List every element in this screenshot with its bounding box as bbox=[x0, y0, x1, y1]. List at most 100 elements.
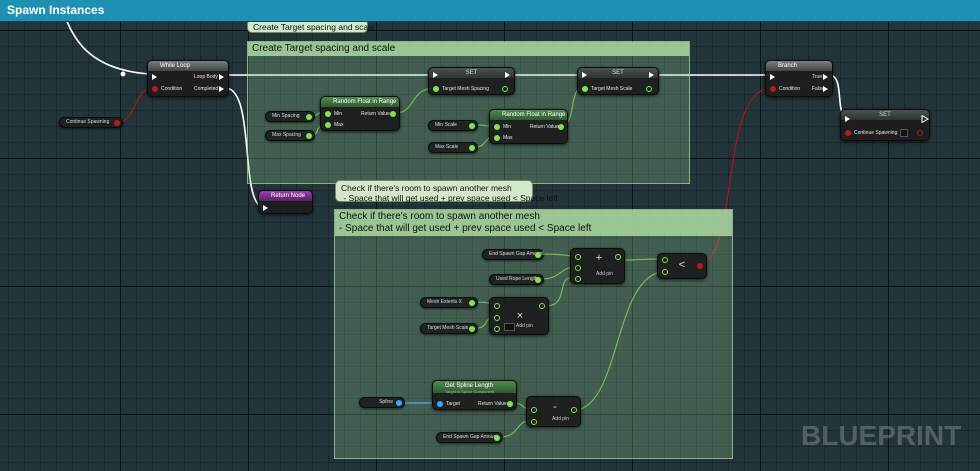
used-rope-length-getter[interactable]: Used Rope Length bbox=[489, 274, 544, 285]
scale-out-pin[interactable] bbox=[646, 86, 652, 92]
exec-in-pin[interactable] bbox=[845, 116, 850, 122]
true-label: True bbox=[812, 74, 823, 80]
float-out-pin[interactable] bbox=[494, 435, 500, 441]
min-label: Min bbox=[503, 124, 512, 130]
float-out-pin[interactable] bbox=[469, 326, 475, 332]
target-mesh-scale-getter[interactable]: Target Mesh Scale bbox=[420, 323, 478, 334]
branch-title: Branch bbox=[766, 61, 832, 71]
float-out-pin[interactable] bbox=[306, 133, 312, 139]
c-pin[interactable] bbox=[494, 326, 500, 332]
loop-body-pin[interactable] bbox=[219, 74, 224, 80]
spacing-in-pin[interactable] bbox=[433, 86, 439, 92]
spacing-out-pin[interactable] bbox=[502, 86, 508, 92]
return-node[interactable]: Return Node bbox=[258, 190, 313, 214]
continue-spawning-checkbox[interactable] bbox=[900, 129, 908, 137]
set-scale-node[interactable]: SET Target Mesh Scale bbox=[577, 67, 659, 95]
return-pin[interactable] bbox=[571, 407, 577, 413]
bool-out-pin[interactable] bbox=[114, 120, 120, 126]
set-title: SET bbox=[429, 68, 514, 78]
target-is-label: Target is Spline Component bbox=[445, 389, 495, 394]
return-pin[interactable] bbox=[615, 254, 621, 260]
min-pin[interactable] bbox=[325, 111, 331, 117]
min-spacing-getter[interactable]: Min Spacing bbox=[265, 111, 315, 122]
max-label: Max bbox=[503, 135, 513, 141]
continue-spawning-label: Continue Spawning bbox=[66, 119, 110, 125]
bool-out-pin[interactable] bbox=[917, 130, 923, 136]
while-loop-title: While Loop bbox=[148, 61, 228, 71]
branch-node[interactable]: Branch Condition True False bbox=[765, 60, 833, 97]
a-pin[interactable] bbox=[662, 257, 668, 263]
return-pin[interactable] bbox=[539, 303, 545, 309]
continue-spawning-getter[interactable]: Continue Spawning bbox=[59, 117, 123, 128]
set-spacing-node[interactable]: SET Target Mesh Spacing bbox=[428, 67, 515, 95]
max-pin[interactable] bbox=[494, 135, 500, 141]
return-value-label: Return Value bbox=[530, 124, 559, 130]
subtract-node[interactable]: - Add pin bbox=[526, 396, 581, 427]
false-pin[interactable] bbox=[823, 86, 828, 92]
add-pin-label[interactable]: Add pin bbox=[596, 271, 613, 277]
target-pin[interactable] bbox=[437, 401, 443, 407]
random-float-spacing-node[interactable]: Random Float in Range Min Max Return Val… bbox=[320, 96, 400, 131]
return-exec-pin[interactable] bbox=[263, 205, 268, 211]
target-mesh-scale-label: Target Mesh Scale bbox=[427, 325, 469, 331]
b-pin[interactable] bbox=[494, 315, 500, 321]
exec-in-pin[interactable] bbox=[152, 74, 157, 80]
set-continue-node[interactable]: SET Continue Spawning bbox=[840, 109, 930, 141]
float-out-pin[interactable] bbox=[535, 252, 541, 258]
min-pin[interactable] bbox=[494, 124, 500, 130]
c-pin[interactable] bbox=[575, 276, 581, 282]
bool-wire bbox=[699, 87, 770, 267]
end-spawn-gap-getter-2[interactable]: End Spawn Gap Amount bbox=[436, 432, 503, 443]
end-spawn-gap-getter[interactable]: End Spawn Gap Amount bbox=[482, 249, 544, 260]
float-out-pin[interactable] bbox=[469, 300, 475, 306]
return-value-pin[interactable] bbox=[390, 111, 396, 117]
return-value-pin[interactable] bbox=[507, 401, 513, 407]
a-pin[interactable] bbox=[531, 407, 537, 413]
spline-getter[interactable]: Spline bbox=[359, 397, 405, 408]
float-out-pin[interactable] bbox=[306, 114, 312, 120]
a-pin[interactable] bbox=[494, 303, 500, 309]
min-scale-getter[interactable]: Min Scale bbox=[428, 120, 478, 131]
random-float-scale-node[interactable]: Random Float in Range Min Max Return Val… bbox=[489, 109, 568, 144]
completed-pin[interactable] bbox=[219, 86, 224, 92]
scale-in-pin[interactable] bbox=[582, 86, 588, 92]
condition-pin[interactable] bbox=[152, 86, 158, 92]
add-node[interactable]: + Add pin bbox=[570, 248, 625, 284]
a-pin[interactable] bbox=[575, 254, 581, 260]
graph-title: Spawn Instances bbox=[7, 3, 105, 17]
exec-out-pin[interactable] bbox=[649, 72, 654, 78]
reroute-dot bbox=[120, 71, 126, 77]
max-label: Max bbox=[334, 122, 344, 128]
exec-in-pin[interactable] bbox=[770, 74, 775, 80]
add-pin-label[interactable]: Add pin bbox=[516, 323, 533, 329]
max-pin[interactable] bbox=[325, 122, 331, 128]
exec-in-pin[interactable] bbox=[582, 72, 587, 78]
true-pin[interactable] bbox=[823, 74, 828, 80]
add-pin-label[interactable]: Add pin bbox=[552, 416, 569, 422]
bool-out-pin[interactable] bbox=[697, 263, 703, 269]
float-out-pin[interactable] bbox=[469, 145, 475, 151]
return-value-pin[interactable] bbox=[558, 124, 564, 130]
b-pin[interactable] bbox=[662, 269, 668, 275]
less-than-node[interactable]: < bbox=[657, 253, 707, 279]
multiply-node[interactable]: × Add pin bbox=[489, 297, 549, 335]
return-value-label: Return Value bbox=[361, 111, 390, 117]
loop-body-label: Loop Body bbox=[194, 74, 218, 80]
min-scale-label: Min Scale bbox=[435, 122, 457, 128]
set-title: SET bbox=[578, 68, 658, 78]
object-out-pin[interactable] bbox=[396, 400, 402, 406]
b-pin[interactable] bbox=[531, 419, 537, 425]
while-loop-node[interactable]: While Loop Condition Loop Body Completed bbox=[147, 60, 229, 97]
float-out-pin[interactable] bbox=[535, 277, 541, 283]
condition-pin[interactable] bbox=[770, 86, 776, 92]
bool-in-pin[interactable] bbox=[845, 130, 851, 136]
get-spline-length-node[interactable]: Get Spline Length Target is Spline Compo… bbox=[432, 380, 517, 410]
exec-out-pin[interactable] bbox=[505, 72, 510, 78]
mesh-extents-getter[interactable]: Mesh Extents X bbox=[420, 297, 478, 308]
max-spacing-getter[interactable]: Max Spacing bbox=[265, 130, 315, 141]
b-pin[interactable] bbox=[575, 265, 581, 271]
max-scale-getter[interactable]: Max Scale bbox=[428, 142, 478, 153]
float-out-pin[interactable] bbox=[469, 123, 475, 129]
exec-in-pin[interactable] bbox=[433, 72, 438, 78]
